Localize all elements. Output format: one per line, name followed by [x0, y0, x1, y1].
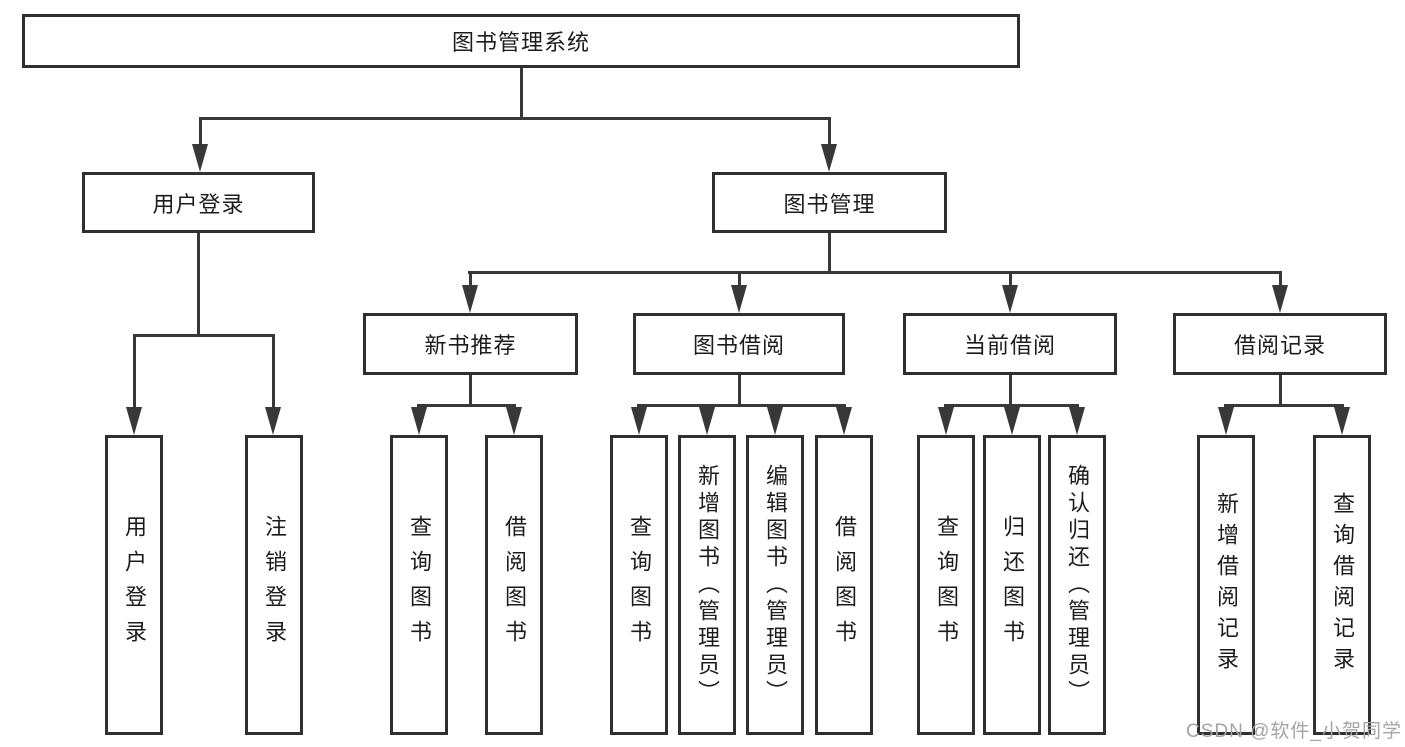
connector-user-login-bar	[133, 334, 275, 337]
node-label: 当前借阅	[963, 333, 1056, 358]
vnode-confirm-return-admin: 确认归还（管理员）	[1048, 435, 1106, 735]
node-new-book-recommend: 新书推荐	[363, 313, 578, 375]
arrow-down-icon	[1272, 285, 1288, 313]
vnode-add-books-admin: 新增图书（管理员）	[678, 435, 736, 735]
node-library-management-system: 图书管理系统	[22, 14, 1020, 68]
node-label: 借阅图书	[832, 515, 857, 655]
node-label: 查询图书	[934, 515, 959, 655]
node-current-borrowing: 当前借阅	[903, 313, 1117, 375]
arrow-down-icon	[506, 407, 522, 435]
node-label: 查询借阅记录	[1330, 492, 1355, 678]
arrow-down-icon	[731, 285, 747, 313]
node-label: 新增图书（管理员）	[695, 463, 720, 707]
arrow-down-icon	[631, 407, 647, 435]
node-label: 图书管理系统	[451, 30, 590, 55]
node-label: 归还图书	[1000, 515, 1025, 655]
node-label: 注销登录	[262, 515, 287, 655]
node-label: 借阅图书	[502, 515, 527, 655]
connector-records-stem	[1279, 375, 1282, 406]
connector-line	[272, 334, 275, 409]
arrow-down-icon	[821, 144, 837, 172]
vnode-query-books-recommend: 查询图书	[390, 435, 448, 735]
arrow-down-icon	[836, 407, 852, 435]
arrow-down-icon	[699, 407, 715, 435]
vnode-add-borrow-record: 新增借阅记录	[1197, 435, 1255, 735]
vnode-user-login-action: 用户登录	[105, 435, 163, 735]
vnode-borrow-books-recommend: 借阅图书	[485, 435, 543, 735]
vnode-query-books-current: 查询图书	[917, 435, 975, 735]
node-label: 查询图书	[627, 515, 652, 655]
vnode-return-books: 归还图书	[983, 435, 1041, 735]
node-label: 用户登录	[122, 515, 147, 655]
arrow-down-icon	[1334, 407, 1350, 435]
connector-line	[199, 117, 202, 147]
arrow-down-icon	[1218, 407, 1234, 435]
connector-user-login-stem	[197, 233, 200, 336]
connector-current-stem	[1009, 375, 1012, 406]
arrow-down-icon	[126, 407, 142, 435]
arrow-down-icon	[265, 407, 281, 435]
node-label: 确认归还（管理员）	[1065, 463, 1090, 707]
arrow-down-icon	[462, 285, 478, 313]
arrow-down-icon	[411, 407, 427, 435]
connector-recommend-stem	[469, 375, 472, 406]
node-label: 图书借阅	[692, 333, 785, 358]
connector-line	[133, 334, 136, 409]
connector-borrowing-bar	[637, 404, 846, 407]
node-label: 图书管理	[783, 191, 876, 217]
arrow-down-icon	[1069, 407, 1085, 435]
connector-line	[1279, 271, 1282, 288]
arrow-down-icon	[938, 407, 954, 435]
connector-borrowing-stem	[738, 375, 741, 406]
node-user-login: 用户登录	[82, 172, 315, 233]
vnode-query-borrow-record: 查询借阅记录	[1313, 435, 1371, 735]
connector-book-mgmt-bar	[468, 271, 1281, 274]
vnode-query-books-borrowing: 查询图书	[610, 435, 668, 735]
node-label: 查询图书	[407, 515, 432, 655]
node-book-management: 图书管理	[712, 172, 947, 233]
arrow-down-icon	[192, 144, 208, 172]
connector-line	[828, 117, 831, 147]
connector-root-bar	[199, 117, 831, 120]
connector-line	[469, 271, 472, 288]
arrow-down-icon	[767, 407, 783, 435]
node-label: 用户登录	[152, 191, 245, 217]
vnode-edit-books-admin: 编辑图书（管理员）	[746, 435, 804, 735]
node-label: 借阅记录	[1233, 333, 1326, 358]
node-label: 新书推荐	[424, 333, 517, 358]
connector-line	[1009, 271, 1012, 288]
connector-records-bar	[1224, 404, 1344, 407]
vnode-borrow-books-borrowing: 借阅图书	[815, 435, 873, 735]
connector-line	[738, 271, 741, 288]
arrow-down-icon	[1004, 407, 1020, 435]
node-book-borrowing: 图书借阅	[633, 313, 845, 375]
connector-book-mgmt-stem	[828, 233, 831, 273]
arrow-down-icon	[1002, 285, 1018, 313]
node-label: 新增借阅记录	[1214, 492, 1239, 678]
node-borrow-records: 借阅记录	[1173, 313, 1387, 375]
connector-recommend-bar	[417, 404, 516, 407]
node-label: 编辑图书（管理员）	[763, 463, 788, 707]
connector-root-stem	[520, 68, 523, 118]
csdn-watermark: CSDN @软件_小贺同学	[1186, 721, 1402, 742]
vnode-logout: 注销登录	[245, 435, 303, 735]
